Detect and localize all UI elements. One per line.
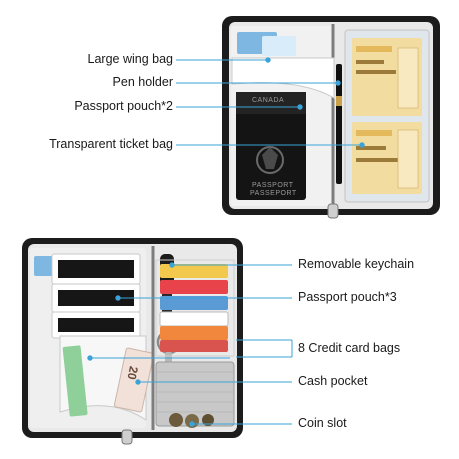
credit-card-6 [160,340,228,352]
label-passport-pouch-3: Passport pouch*3 [298,290,397,304]
credit-card-5 [160,326,228,340]
passport-country-text: CANADA [252,97,285,104]
label-coin-slot: Coin slot [298,416,347,430]
banknote-value: 20 [124,365,141,381]
credit-card-3 [160,296,228,310]
pen-holder-pen [336,64,342,184]
label-passport-pouch-2: Passport pouch*2 [74,99,173,113]
label-credit-card-bags: 8 Credit card bags [298,341,401,355]
label-removable-keychain: Removable keychain [298,257,415,271]
passport-caption-1: PASSPORT [252,182,294,189]
bottom-zipper-pull-icon [121,429,133,445]
label-transparent-ticket-bag: Transparent ticket bag [49,137,173,151]
passport-caption-2: PASSEPORT [250,190,297,197]
banknote [113,347,155,413]
label-large-wing-bag: Large wing bag [87,52,173,66]
credit-card-4 [159,311,229,327]
label-cash-pocket: Cash pocket [298,374,368,388]
top-zipper-pull-icon [327,203,339,219]
label-pen-holder: Pen holder [112,75,173,89]
credit-card-1 [160,264,228,278]
coin-icon [169,413,183,427]
credit-card-2 [160,280,228,294]
top-passport [236,92,306,200]
